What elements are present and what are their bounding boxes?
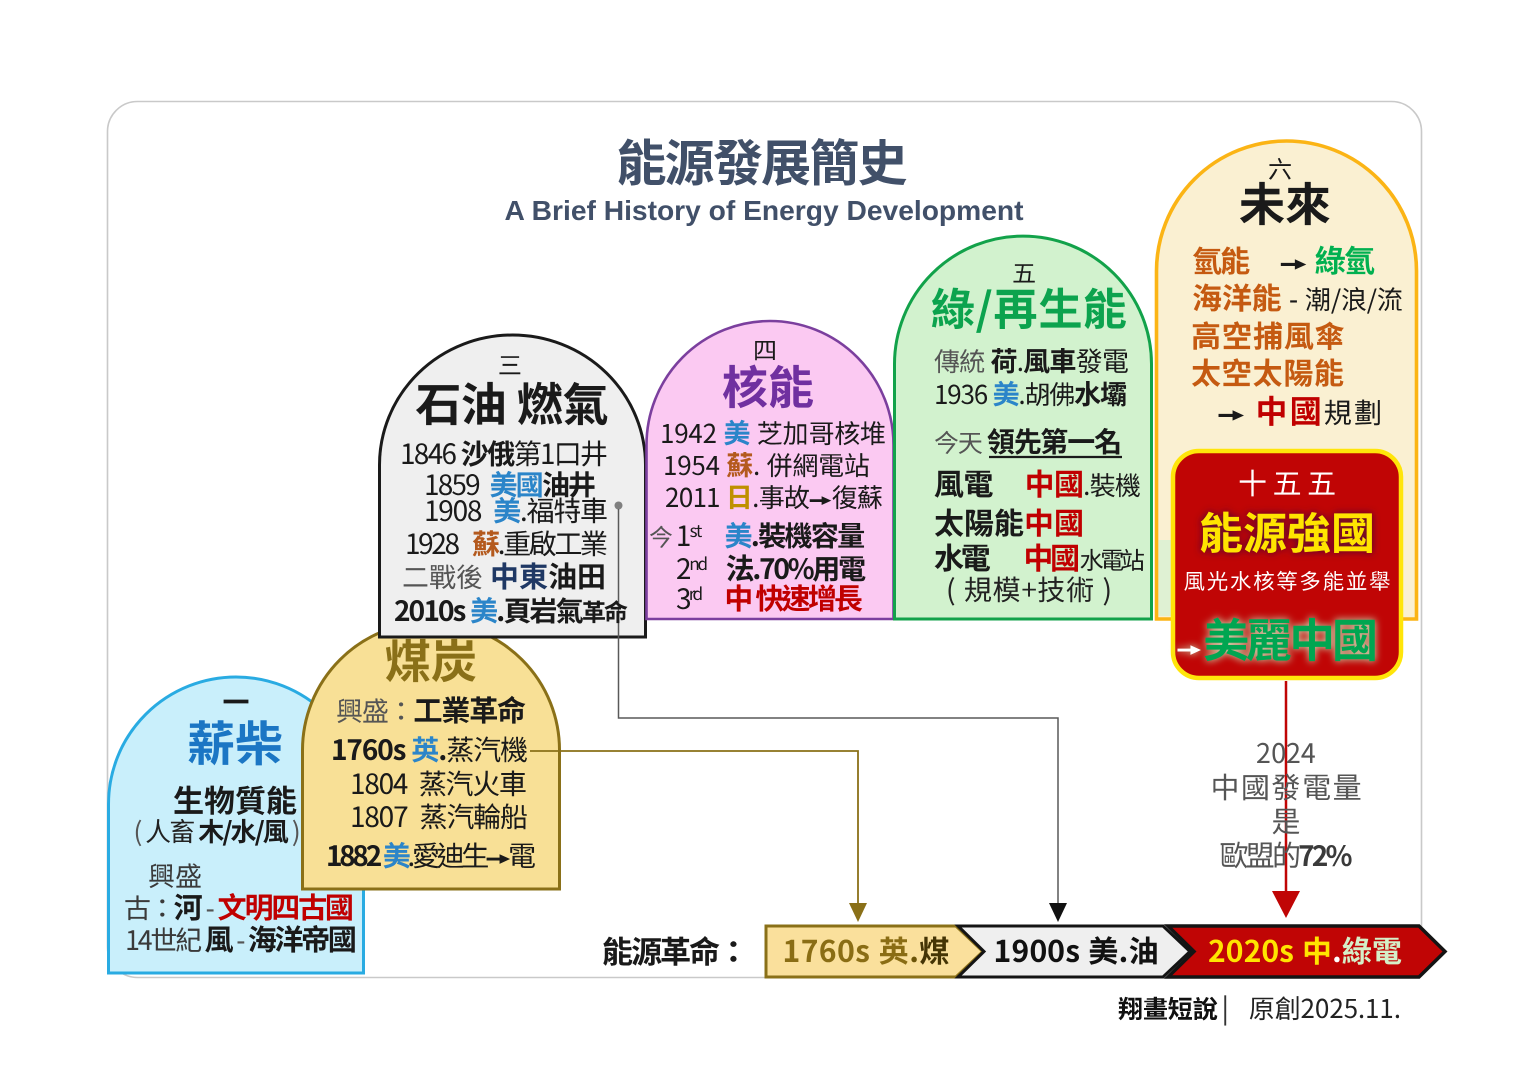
svg-text:A Brief History of Energy Deve: A Brief History of Energy Development: [505, 194, 1025, 226]
